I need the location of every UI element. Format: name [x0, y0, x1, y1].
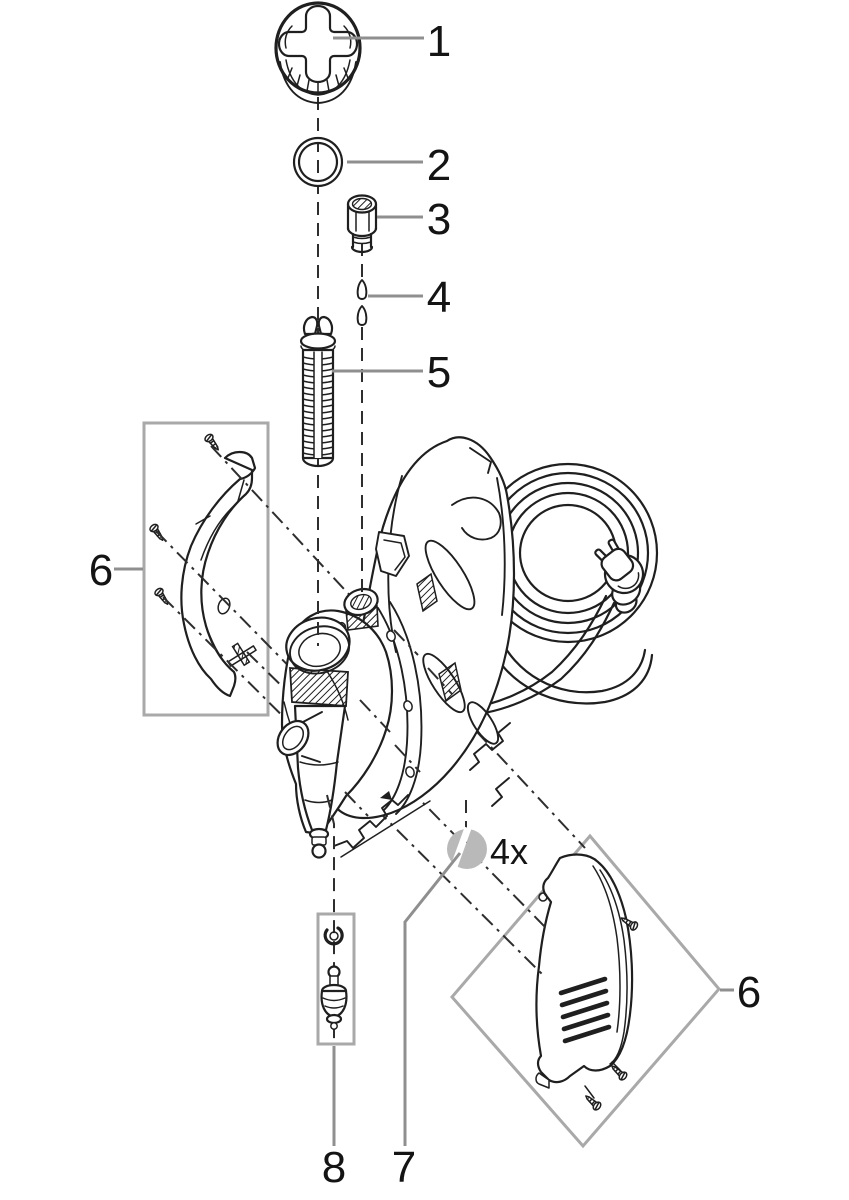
bottom-right-cover-frame: [450, 833, 721, 1149]
drain-port: [343, 587, 379, 631]
filler-cap: [274, 1, 362, 104]
callout-7: 7: [392, 1143, 416, 1192]
leader-lines: [114, 36, 734, 1146]
callout-3: 3: [427, 195, 451, 244]
threaded-plug: [346, 194, 378, 254]
left-cover-frame: [142, 421, 270, 717]
drain-valve-set: [320, 926, 348, 1030]
callout-4: 4: [427, 273, 451, 322]
side-cover-right: [535, 853, 640, 1113]
pump-body: [276, 436, 516, 859]
callout-2: 2: [427, 141, 451, 190]
callout-8: 8: [322, 1143, 346, 1192]
strainer-tube: [299, 315, 337, 468]
callout-6-left: 6: [89, 546, 113, 595]
callout-5: 5: [427, 348, 451, 397]
side-cover-left: [147, 432, 257, 698]
callout-1: 1: [427, 17, 451, 66]
o-ring: [292, 136, 344, 188]
power-plug: [594, 538, 645, 614]
callout-6-right: 6: [737, 968, 761, 1017]
quantity-badge-label: 4x: [490, 831, 528, 872]
drain-valve-frame: [316, 912, 356, 1046]
callout-labels: 1 2 3 4 5 6 6 7 8 4x: [89, 17, 761, 1192]
assembly-axis-crossings: [344, 629, 453, 817]
outlet-stub: [276, 711, 323, 763]
valve-pins: [356, 279, 368, 326]
